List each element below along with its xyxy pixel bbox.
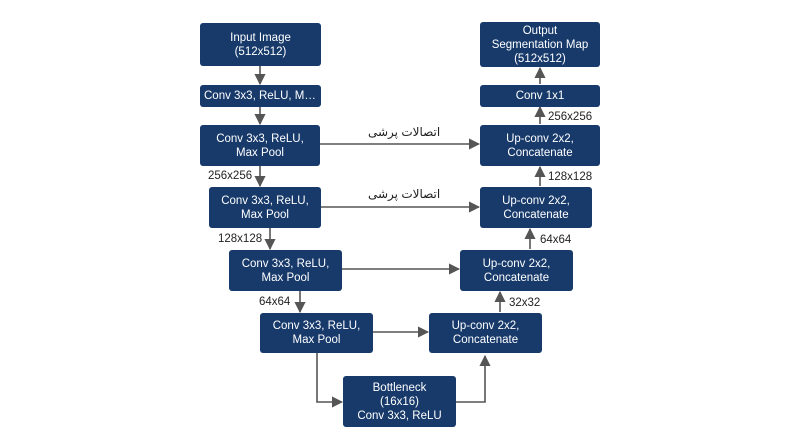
box-text-line: Max Pool: [241, 208, 289, 221]
box-text-line: Conv 3x3, ReLU,: [216, 132, 304, 145]
box-text-line: Up-conv 2x2,: [451, 320, 520, 332]
decoder-upconv-1-box: Up-conv 2x2,Concatenate: [480, 125, 600, 166]
label-64x64-decoder: 64x64: [540, 234, 572, 246]
box-text-line: (512x512): [234, 45, 287, 58]
skip-connection-label-2: اتصالات پرشی: [368, 187, 441, 201]
box-text-line: Up-conv 2x2,: [506, 132, 574, 145]
box-text-line: Segmentation Map: [491, 38, 589, 51]
box-text-line: Concatenate: [507, 146, 573, 159]
box-text-line: Max Pool: [292, 334, 341, 346]
bottleneck-box: Bottleneck(16x16)Conv 3x3, ReLU: [343, 376, 456, 427]
label-64x64-encoder: 64x64: [259, 296, 291, 308]
encoder-conv-5-box: Conv 3x3, ReLU, Max Pool: [260, 313, 373, 353]
label-256x256-decoder: 256x256: [548, 111, 593, 123]
box-text-line: Input Image: [230, 31, 291, 44]
box-text-line: Conv 3x3, ReLU, Max...: [204, 90, 317, 102]
encoder-conv-1-box: Conv 3x3, ReLU, Max...: [200, 85, 321, 107]
box-text-line: Output: [522, 24, 558, 37]
box-text-line: Conv 3x3, ReLU: [357, 409, 442, 422]
box-text-line: Bottleneck: [372, 381, 427, 394]
label-128x128-decoder: 128x128: [548, 171, 593, 183]
arrow-bottleneck-to-dec4: [456, 354, 491, 403]
label-32x32-decoder: 32x32: [509, 297, 541, 309]
box-text-line: Up-conv 2x2,: [502, 194, 570, 207]
encoder-conv-2-box: Conv 3x3, ReLU,Max Pool: [200, 125, 320, 166]
box-text-line: Conv 3x3, ReLU,: [241, 257, 330, 270]
decoder-upconv-3-box: Up-conv 2x2,Concatenate: [460, 250, 573, 291]
decoder-upconv-4-box: Up-conv 2x2, Concatenate: [429, 313, 542, 353]
box-text-line: Concatenate: [503, 208, 569, 221]
decoder-upconv-2-box: Up-conv 2x2,Concatenate: [480, 187, 592, 228]
box-text-line: Conv 3x3, ReLU,: [272, 320, 361, 332]
encoder-conv-4-box: Conv 3x3, ReLU,Max Pool: [229, 250, 342, 291]
skip-connection-label-1: اتصالات پرشی: [368, 125, 441, 139]
box-text-line: Max Pool: [236, 146, 284, 159]
label-128x128-encoder: 128x128: [218, 233, 263, 245]
box-text-line: (16x16): [380, 395, 419, 408]
box-text-line: (512x512): [514, 52, 566, 65]
label-256x256-encoder: 256x256: [208, 170, 253, 182]
box-text-line: Conv 1x1: [515, 90, 565, 102]
input-image-box: Input Image(512x512): [200, 23, 321, 66]
encoder-conv-3-box: Conv 3x3, ReLU,Max Pool: [209, 187, 321, 228]
final-conv-1x1-box: Conv 1x1: [480, 85, 600, 107]
box-text-line: Concatenate: [483, 271, 550, 284]
box-text-line: Conv 3x3, ReLU,: [221, 194, 309, 207]
box-text-line: Up-conv 2x2,: [482, 257, 551, 270]
arrow-enc5-to-bottleneck: [316, 353, 344, 408]
box-text-line: Max Pool: [261, 271, 310, 284]
box-text-line: Concatenate: [452, 334, 519, 346]
